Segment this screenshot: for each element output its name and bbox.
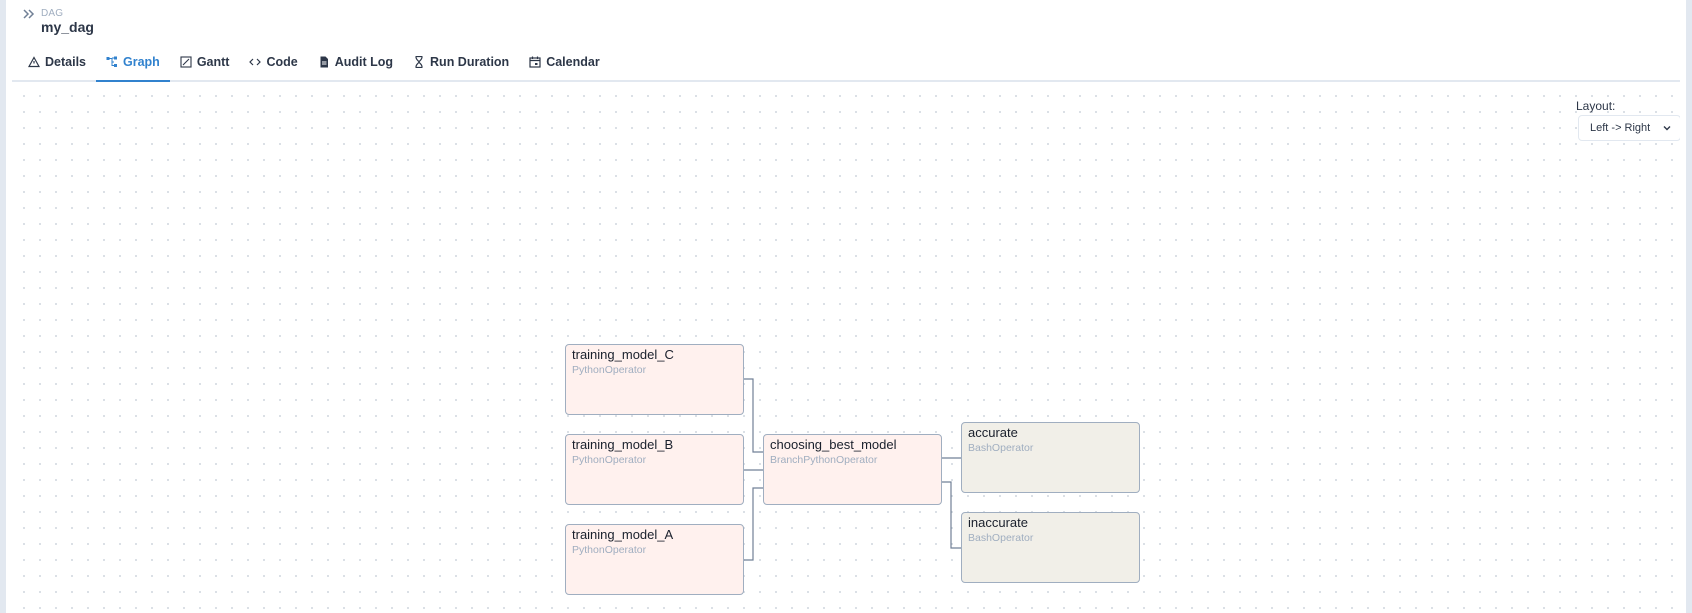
tab-calendar[interactable]: Calendar xyxy=(519,43,610,80)
tab-label: Code xyxy=(266,54,298,69)
dag-title[interactable]: my_dag xyxy=(41,19,94,35)
hourglass-icon xyxy=(415,55,423,68)
gantt-icon xyxy=(180,55,192,68)
edge-choosing-best-model-to-inaccurate xyxy=(942,481,961,549)
task-id: training_model_A xyxy=(572,527,674,542)
tab-gantt[interactable]: Gantt xyxy=(170,43,240,80)
task-id: training_model_B xyxy=(572,437,674,452)
layout-label: Layout: xyxy=(1576,99,1616,113)
task-id: inaccurate xyxy=(968,515,1028,530)
graph-icon xyxy=(106,56,117,67)
page-header: DAG my_dag xyxy=(12,0,1680,42)
task-operator: BranchPythonOperator xyxy=(770,454,878,466)
tab-audit-log[interactable]: Audit Log xyxy=(308,43,403,80)
task-node-training-model-c[interactable]: training_model_C PythonOperator xyxy=(565,344,744,415)
task-id: accurate xyxy=(968,425,1018,440)
task-id: training_model_C xyxy=(572,347,674,362)
task-operator: PythonOperator xyxy=(572,454,647,466)
calendar-icon xyxy=(529,56,541,68)
warning-triangle-icon xyxy=(28,55,40,67)
task-node-training-model-b[interactable]: training_model_B PythonOperator xyxy=(565,434,744,505)
tab-label: Audit Log xyxy=(334,54,394,69)
document-icon xyxy=(320,56,328,67)
tab-label: Run Duration xyxy=(430,54,510,69)
breadcrumb-label: DAG xyxy=(41,8,64,19)
graph-edges xyxy=(744,378,961,561)
task-operator: BashOperator xyxy=(968,442,1034,454)
double-chevron-right-icon[interactable] xyxy=(22,7,36,21)
task-node-training-model-a[interactable]: training_model_A PythonOperator xyxy=(565,524,744,595)
tab-graph[interactable]: Graph xyxy=(96,43,170,82)
layout-select-value: Left -> Right xyxy=(1590,122,1651,134)
tab-label: Graph xyxy=(123,54,160,69)
tab-label: Gantt xyxy=(196,54,230,69)
graph-canvas[interactable]: Layout: Left -> Right training_model_C P… xyxy=(12,82,1680,613)
tab-run-duration[interactable]: Run Duration xyxy=(403,43,519,80)
task-operator: PythonOperator xyxy=(572,364,647,376)
task-node-choosing-best-model[interactable]: choosing_best_model BranchPythonOperator xyxy=(763,434,942,505)
task-operator: BashOperator xyxy=(968,532,1034,544)
tab-label: Calendar xyxy=(546,54,600,69)
edge-training-model-a-to-choosing-best-model xyxy=(744,487,765,561)
task-id: choosing_best_model xyxy=(770,437,897,452)
edge-training-model-c-to-choosing-best-model xyxy=(744,378,765,453)
tab-label: Details xyxy=(45,54,86,69)
tab-code[interactable]: Code xyxy=(239,43,307,80)
code-icon xyxy=(249,58,262,65)
layout-select[interactable]: Left -> Right xyxy=(1578,115,1680,141)
tab-bar: Details Graph Gantt Code Audit Log Run D… xyxy=(12,42,1680,82)
task-node-accurate[interactable]: accurate BashOperator xyxy=(961,422,1140,493)
chevron-down-icon xyxy=(1663,126,1671,131)
task-operator: PythonOperator xyxy=(572,544,647,556)
task-node-inaccurate[interactable]: inaccurate BashOperator xyxy=(961,512,1140,583)
tab-details[interactable]: Details xyxy=(18,43,96,80)
